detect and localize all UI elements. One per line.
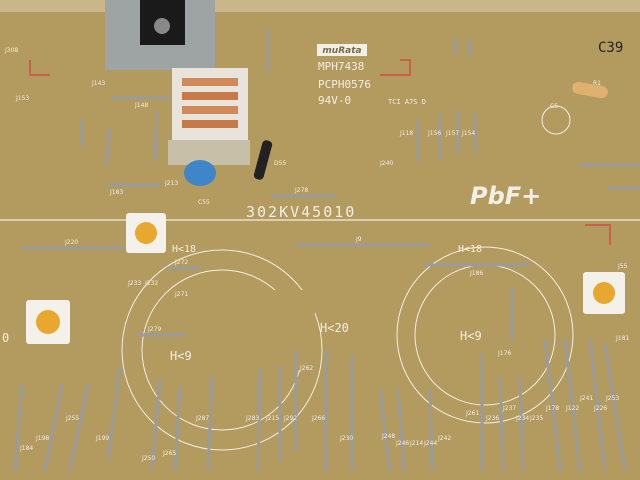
edge-mark: 0 xyxy=(2,331,9,345)
ref-label: J215 xyxy=(265,415,279,422)
diode xyxy=(253,140,273,180)
ref-label: J248 xyxy=(381,433,395,440)
reference-labels: J278 J9 J186 J220 J272 J271 J279 C55 D55… xyxy=(4,47,629,462)
ref-label: J214 xyxy=(409,440,423,447)
ref-label: J233 xyxy=(127,280,141,287)
height-mark: H<20 xyxy=(320,321,349,335)
ref-label: J184 xyxy=(19,445,33,452)
ref-label: J183 xyxy=(109,189,123,196)
ref-label: J156 xyxy=(427,130,441,137)
transformer-coils xyxy=(182,78,238,128)
ref-label: J255 xyxy=(65,415,79,422)
height-mark: H<18 xyxy=(172,244,196,255)
red-mark xyxy=(29,60,50,76)
ref-label: J148 xyxy=(134,102,148,109)
murata-logo-text: muRata xyxy=(322,46,361,56)
height-mark: H<9 xyxy=(460,329,482,343)
ref-label: J9 xyxy=(355,236,362,243)
ref-label: J308 xyxy=(4,47,18,54)
model-line-1: MPH7438 xyxy=(318,60,364,73)
height-zone-circle-right xyxy=(396,246,574,424)
board-top-edge xyxy=(0,0,640,12)
ref-label: J279 xyxy=(147,326,161,333)
ref-label: J154 xyxy=(461,130,475,137)
model-line-3: 94V-0 xyxy=(318,94,351,107)
ref-label: J143 xyxy=(91,80,105,87)
lead-free-mark: PbF+ xyxy=(470,182,541,210)
ref-label: C55 xyxy=(198,199,210,206)
ref-label: J230 xyxy=(339,435,353,442)
ref-label: R1 xyxy=(593,80,601,87)
ref-label: J213 xyxy=(164,180,178,187)
transformer-base xyxy=(168,140,250,165)
ref-label: J266 xyxy=(311,415,325,422)
ref-label: J242 xyxy=(437,435,451,442)
capacitor-outline xyxy=(541,105,571,135)
ref-label: J55 xyxy=(617,263,628,270)
ref-label: C5 xyxy=(550,103,558,110)
ref-label: J265 xyxy=(162,450,176,457)
ref-label: J271 xyxy=(174,291,188,298)
cert-text: TCI A7S D xyxy=(388,98,426,106)
ref-label: J287 xyxy=(195,415,209,422)
ref-label: J262 xyxy=(299,365,313,372)
height-zone-circle-left xyxy=(121,249,323,451)
ref-label: J178 xyxy=(545,405,559,412)
resistor xyxy=(572,81,608,99)
ref-label: J240 xyxy=(379,160,393,167)
murata-logo xyxy=(317,44,367,56)
red-mark xyxy=(380,59,411,76)
ref-label: J292 xyxy=(283,415,297,422)
trimmer-pot[interactable] xyxy=(583,272,625,314)
corner-label: C39 xyxy=(598,40,623,56)
ref-label: J261 xyxy=(465,410,479,417)
height-mark: H<9 xyxy=(170,349,192,363)
ref-label: J118 xyxy=(399,130,413,137)
ref-label: J250 xyxy=(141,455,155,462)
ref-label: J226 xyxy=(593,405,607,412)
ref-label: J186 xyxy=(469,270,483,277)
ref-label: J234 xyxy=(515,415,529,422)
ref-label: J176 xyxy=(497,350,511,357)
ref-label: J272 xyxy=(174,259,188,266)
trimmer-pot[interactable] xyxy=(126,213,166,253)
ref-label: J236 xyxy=(485,415,499,422)
ref-label: J232 xyxy=(144,280,158,287)
model-line-2: PCPH0576 xyxy=(318,78,371,91)
ref-label: J122 xyxy=(565,405,579,412)
ref-label: J244 xyxy=(423,440,437,447)
ref-label: J235 xyxy=(529,415,543,422)
part-number: 302KV45010 xyxy=(246,203,356,221)
wire-jumpers xyxy=(13,28,640,472)
blue-capacitor xyxy=(184,160,216,186)
circle-gap xyxy=(265,290,315,370)
ref-label: J199 xyxy=(95,435,109,442)
trimmer-pot[interactable] xyxy=(26,300,70,344)
ref-label: J241 xyxy=(579,395,593,402)
ref-label: J198 xyxy=(35,435,49,442)
screw-icon xyxy=(154,18,170,34)
ref-label: J157 xyxy=(445,130,459,137)
ref-label: J237 xyxy=(502,405,516,412)
ref-label: J220 xyxy=(64,239,78,246)
ref-label: J181 xyxy=(615,335,629,342)
ref-label: J153 xyxy=(15,95,29,102)
ref-label: D55 xyxy=(274,160,286,167)
red-mark xyxy=(585,224,611,245)
ref-label: J283 xyxy=(245,415,259,422)
ref-label: J278 xyxy=(294,187,308,194)
height-mark: H<18 xyxy=(458,244,482,255)
ref-label: J253 xyxy=(605,395,619,402)
ref-label: J246 xyxy=(395,440,409,447)
